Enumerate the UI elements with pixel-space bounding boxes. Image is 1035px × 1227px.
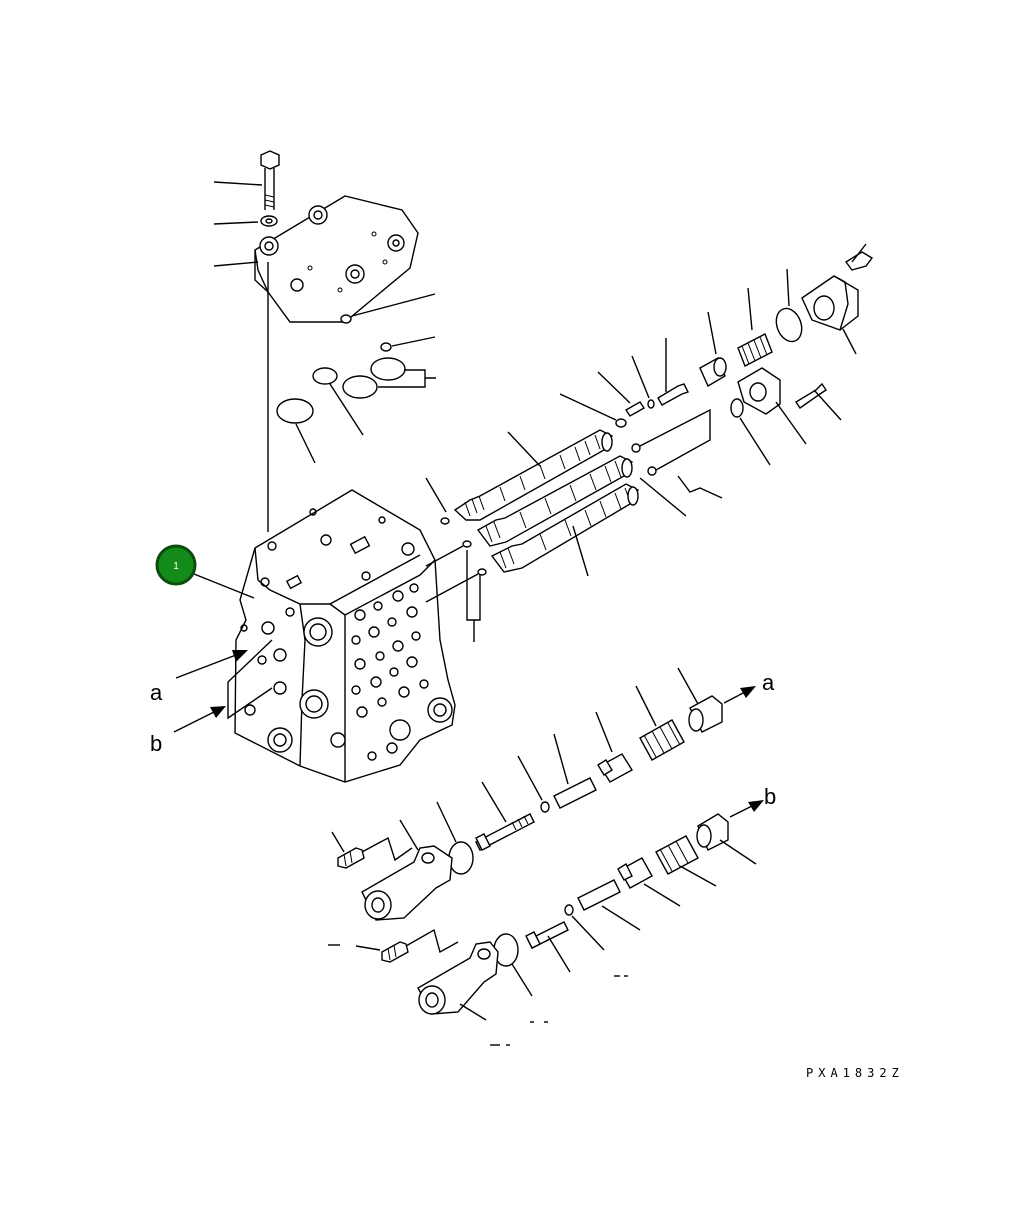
label-a-right: a: [762, 670, 775, 695]
top-bolt: [213, 150, 280, 210]
cover-plate: [213, 195, 419, 532]
small-o-rings: [276, 293, 436, 464]
label-b-right: b: [764, 784, 776, 809]
label-a-left: a: [150, 680, 163, 705]
top-washer: [213, 215, 278, 227]
valve-body: [234, 489, 456, 783]
callout-badge[interactable]: 1: [155, 544, 197, 586]
upper-spool: [425, 429, 613, 525]
arrow-a-left: [175, 639, 273, 720]
group-b-parts: [328, 813, 757, 1046]
label-b-left: b: [150, 731, 162, 756]
arrow-b-right: [729, 800, 764, 818]
arrow-a-right: [723, 686, 756, 704]
spool-end-parts: [559, 243, 874, 517]
drawing-code: PXA1832Z: [806, 1066, 904, 1080]
lower-spool: [425, 483, 639, 642]
callout-leader-line: [193, 573, 255, 599]
arrow-b-left: [173, 706, 226, 733]
middle-spool: [425, 455, 633, 567]
callout-number: 1: [173, 561, 179, 572]
group-a-parts: [331, 667, 723, 921]
